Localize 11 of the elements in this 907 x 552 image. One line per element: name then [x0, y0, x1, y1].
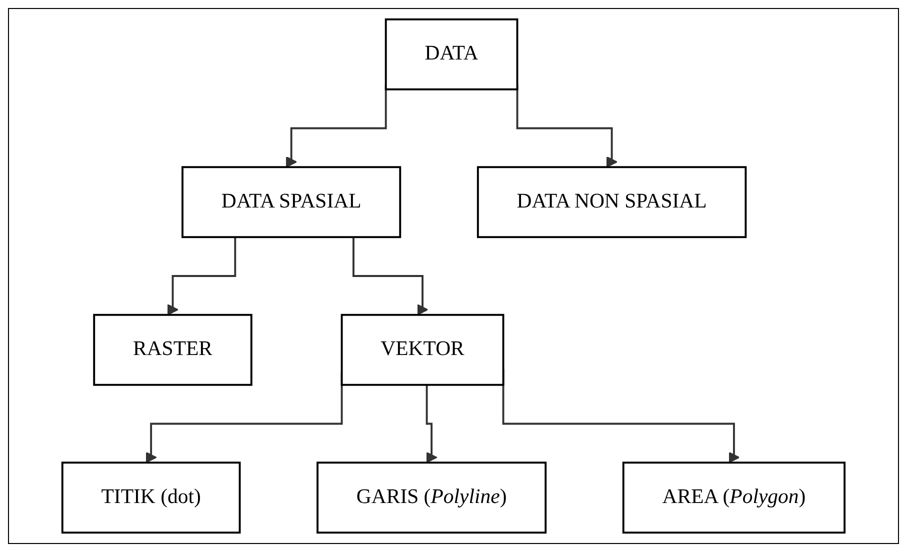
node-box: VEKTOR [340, 314, 504, 386]
node-box: DATA [384, 18, 518, 90]
node-box: DATA SPASIAL [182, 166, 402, 238]
node-box: AREA (Polygon) [622, 462, 846, 534]
node-box: DATA NON SPASIAL [476, 166, 747, 238]
arrow [352, 237, 428, 316]
node-box: TITIK (dot) [61, 462, 241, 534]
node-box: RASTER [93, 314, 252, 386]
node-box: GARIS (Polyline) [316, 462, 547, 534]
arrow [426, 384, 438, 464]
arrow [167, 237, 236, 316]
